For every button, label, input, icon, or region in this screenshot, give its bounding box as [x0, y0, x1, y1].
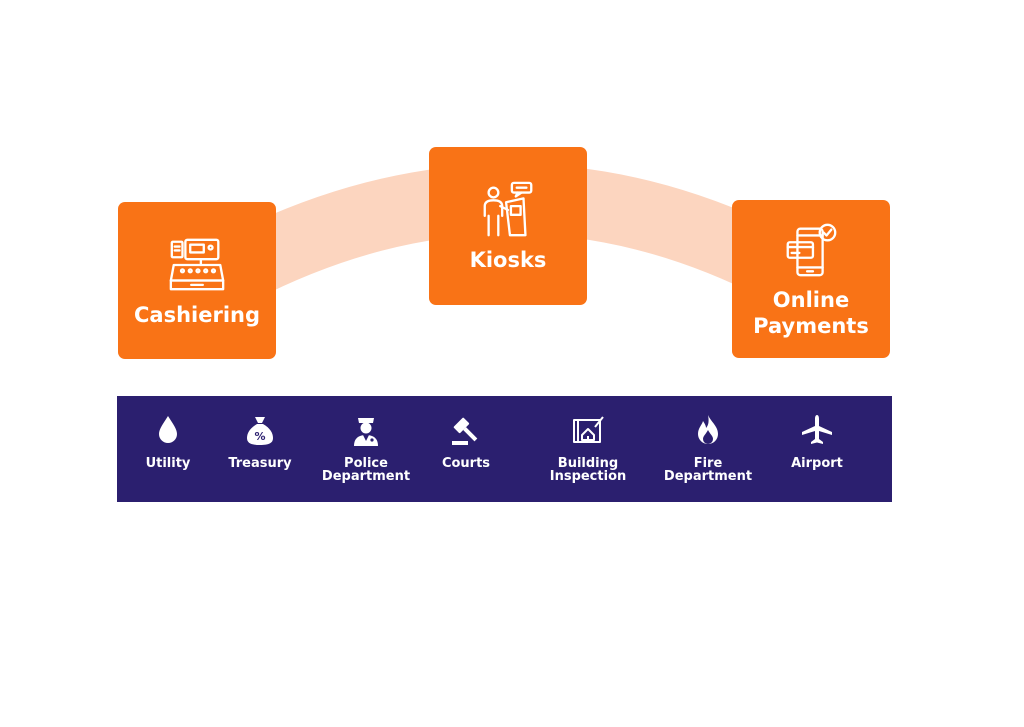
online-payments-card: Online Payments [732, 200, 890, 358]
department-utility: Utility [117, 396, 219, 502]
department-label: Courts [441, 456, 491, 471]
department-label: Police Department [321, 456, 411, 484]
kiosk-icon [483, 181, 533, 237]
flame-icon [698, 415, 718, 444]
water-drop-icon [159, 416, 177, 443]
department-label: Utility [145, 456, 191, 471]
money-bag-icon: % [247, 417, 273, 445]
department-fire: Fire Department [649, 396, 767, 502]
police-officer-icon [354, 418, 378, 446]
mobile-payment-icon [786, 223, 837, 277]
blueprint-icon [573, 416, 604, 443]
department-courts: Courts [415, 396, 517, 502]
cashiering-label: Cashiering [133, 302, 260, 327]
gavel-icon [452, 417, 478, 445]
online-payments-label: Online Payments [753, 288, 869, 338]
department-label: Airport [791, 456, 843, 471]
department-police: Police Department [311, 396, 421, 502]
department-label: Treasury [228, 456, 292, 471]
svg-text:%: % [254, 430, 265, 443]
airplane-icon [802, 415, 832, 444]
department-label: Fire Department [663, 456, 753, 484]
department-building-inspection: Building Inspection [529, 396, 647, 502]
department-airport: Airport [767, 396, 867, 502]
kiosks-label: Kiosks [469, 248, 547, 272]
cash-register-icon [169, 238, 225, 290]
departments-bar: Utility % Treasury Police Department Cou… [117, 396, 892, 502]
department-label: Building Inspection [549, 456, 627, 484]
department-treasury: % Treasury [209, 396, 311, 502]
cashiering-card: Cashiering [118, 202, 276, 359]
kiosks-card: Kiosks [429, 147, 587, 305]
